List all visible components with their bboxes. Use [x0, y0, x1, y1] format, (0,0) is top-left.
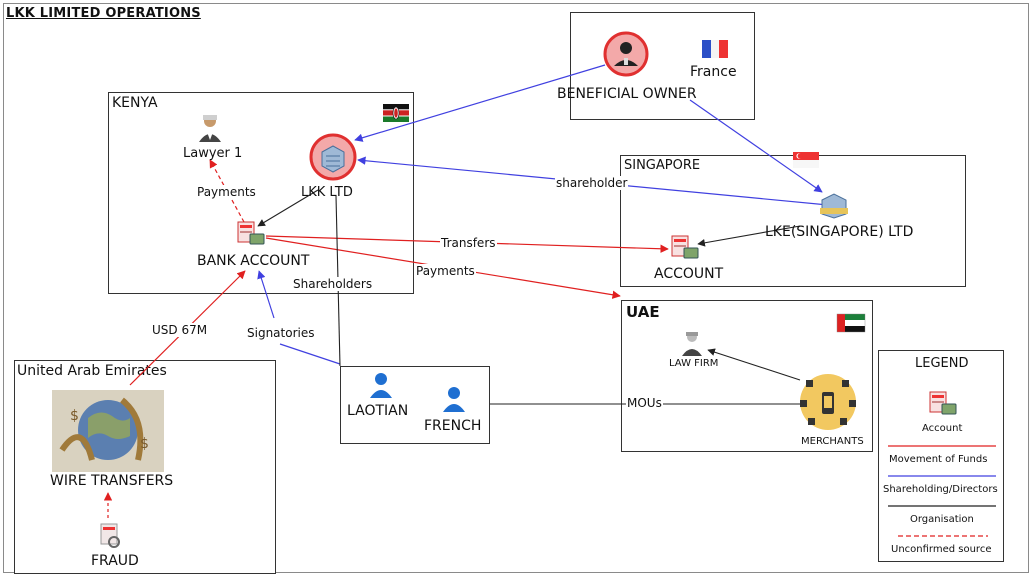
lawyer-icon[interactable] — [196, 112, 224, 142]
wire-transfers-globe-icon[interactable]: $ $ — [52, 390, 164, 472]
lawyer-label: Lawyer 1 — [183, 146, 243, 161]
singapore-flag-icon — [793, 152, 819, 168]
legend-account-label: Account — [922, 423, 963, 434]
french-person-icon[interactable] — [442, 386, 466, 412]
edge-label-shareholder: shareholder — [555, 176, 629, 190]
french-label: FRENCH — [424, 418, 482, 434]
edge-label-signatories: Signatories — [246, 326, 316, 340]
region-singapore-label: SINGAPORE — [624, 158, 701, 173]
edge-label-payments-uae: Payments — [415, 264, 476, 278]
legend-title: LEGEND — [915, 356, 969, 371]
laotian-person-icon[interactable] — [369, 372, 393, 398]
france-label: France — [690, 64, 737, 80]
sg-account-label: ACCOUNT — [654, 266, 724, 282]
legend-shareholding-label: Shareholding/Directors — [883, 484, 998, 495]
law-firm-label: LAW FIRM — [669, 358, 719, 369]
legend-box — [878, 350, 1004, 562]
svg-text:$: $ — [70, 408, 79, 424]
region-uae-label: UAE — [626, 303, 660, 321]
merchants-icon[interactable] — [796, 372, 860, 434]
legend-movement-label: Movement of Funds — [889, 454, 988, 465]
merchants-label: MERCHANTS — [801, 436, 864, 447]
lkk-ltd-label: LKK LTD — [301, 185, 353, 200]
beneficial-owner-icon[interactable] — [602, 30, 650, 78]
legend-unconfirmed-label: Unconfirmed source — [891, 544, 992, 555]
france-flag-icon — [702, 40, 728, 58]
edge-owner-to-lkk — [354, 64, 606, 142]
bank-account-icon[interactable] — [236, 220, 266, 248]
edge-lke-to-account — [697, 225, 801, 247]
edge-signatories-to-bank — [257, 270, 275, 319]
edge-label-mous: MOUs — [626, 396, 663, 410]
edge-people-signatories — [279, 343, 341, 365]
region-uae-full-label: United Arab Emirates — [17, 363, 167, 379]
edge-merchants-to-lawfirm — [707, 348, 801, 381]
edge-label-payments-lawyer: Payments — [196, 185, 257, 199]
wire-transfers-label: WIRE TRANSFERS — [50, 473, 174, 489]
edge-label-transfers: Transfers — [440, 236, 497, 250]
region-kenya — [108, 92, 414, 294]
beneficial-owner-label: BENEFICIAL OWNER — [557, 86, 697, 102]
uae-flag-icon — [836, 313, 866, 333]
legend-organisation-label: Organisation — [910, 514, 974, 525]
laotian-label: LAOTIAN — [347, 403, 409, 419]
sg-account-icon[interactable] — [670, 234, 700, 262]
people-group-box — [340, 366, 490, 444]
legend-account-icon — [929, 391, 957, 415]
edge-label-usd: USD 67M — [151, 323, 209, 337]
region-kenya-label: KENYA — [112, 95, 158, 111]
fraud-icon[interactable] — [98, 522, 124, 548]
law-firm-icon[interactable] — [680, 330, 704, 356]
fraud-label: FRAUD — [91, 553, 139, 569]
page-title: LKK LIMITED OPERATIONS — [6, 6, 201, 21]
region-singapore — [620, 155, 966, 287]
legend-lines — [888, 445, 996, 537]
bank-account-label: BANK ACCOUNT — [197, 253, 310, 269]
lke-singapore-icon[interactable] — [818, 190, 850, 219]
lkk-ltd-icon[interactable] — [308, 132, 358, 182]
kenya-flag-icon — [383, 104, 409, 122]
edge-lkk-to-bank — [257, 189, 319, 227]
edge-label-shareholders: Shareholders — [292, 277, 374, 291]
svg-text:$: $ — [140, 436, 149, 452]
diagram-frame — [3, 3, 1029, 573]
lke-singapore-label: LKE(SINGAPORE) LTD — [765, 224, 914, 240]
edge-owner-to-lke — [689, 99, 823, 193]
